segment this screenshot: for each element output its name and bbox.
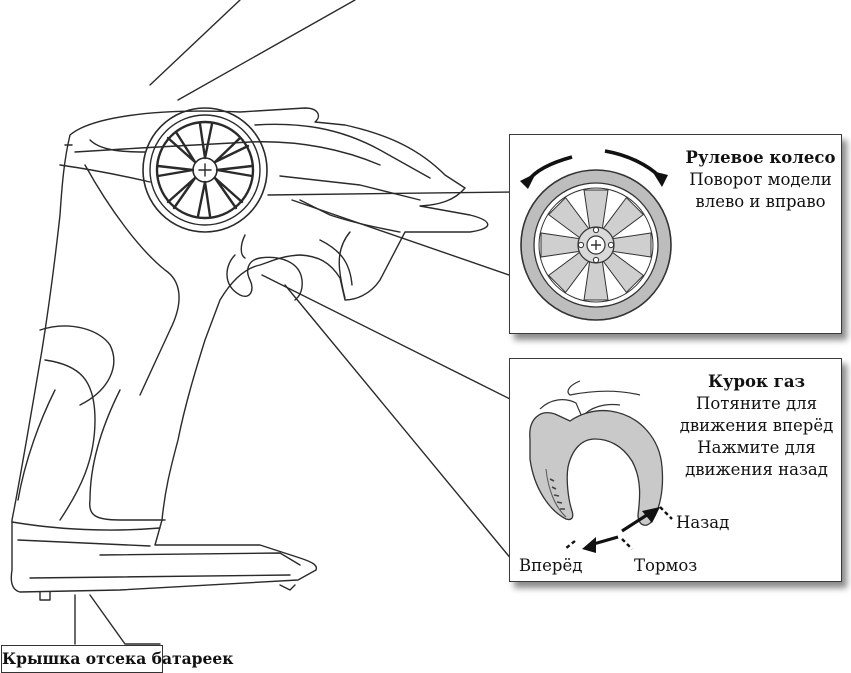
- label-brake: Тормоз: [634, 556, 697, 575]
- steering-desc-line1: Поворот модели: [678, 169, 843, 191]
- trigger-shape: [530, 411, 663, 526]
- label-forward: Вперёд: [519, 556, 582, 575]
- label-back: Назад: [676, 513, 729, 532]
- trigger-desc-line4: движения назад: [670, 459, 843, 481]
- trigger-title: Курок газ: [670, 371, 843, 393]
- steering-desc-line2: влево и вправо: [678, 191, 843, 213]
- transmitter-body-outline: [11, 108, 487, 592]
- trigger-desc-line2: движения вперёд: [670, 415, 843, 437]
- steering-wheel-small: [143, 108, 267, 232]
- trigger-desc-line1: Потяните для: [670, 393, 843, 415]
- steering-wheel-callout: Рулевое колесо Поворот модели влево и вп…: [509, 134, 842, 334]
- trigger-desc-line3: Нажмите для: [670, 437, 843, 459]
- trigger-callout: Курок газ Потяните для движения вперёд Н…: [509, 358, 842, 582]
- battery-cover-label: Крышка отсека батареек: [1, 645, 163, 673]
- top-pointer-line-right: [178, 0, 355, 100]
- steering-title: Рулевое колесо: [678, 147, 843, 169]
